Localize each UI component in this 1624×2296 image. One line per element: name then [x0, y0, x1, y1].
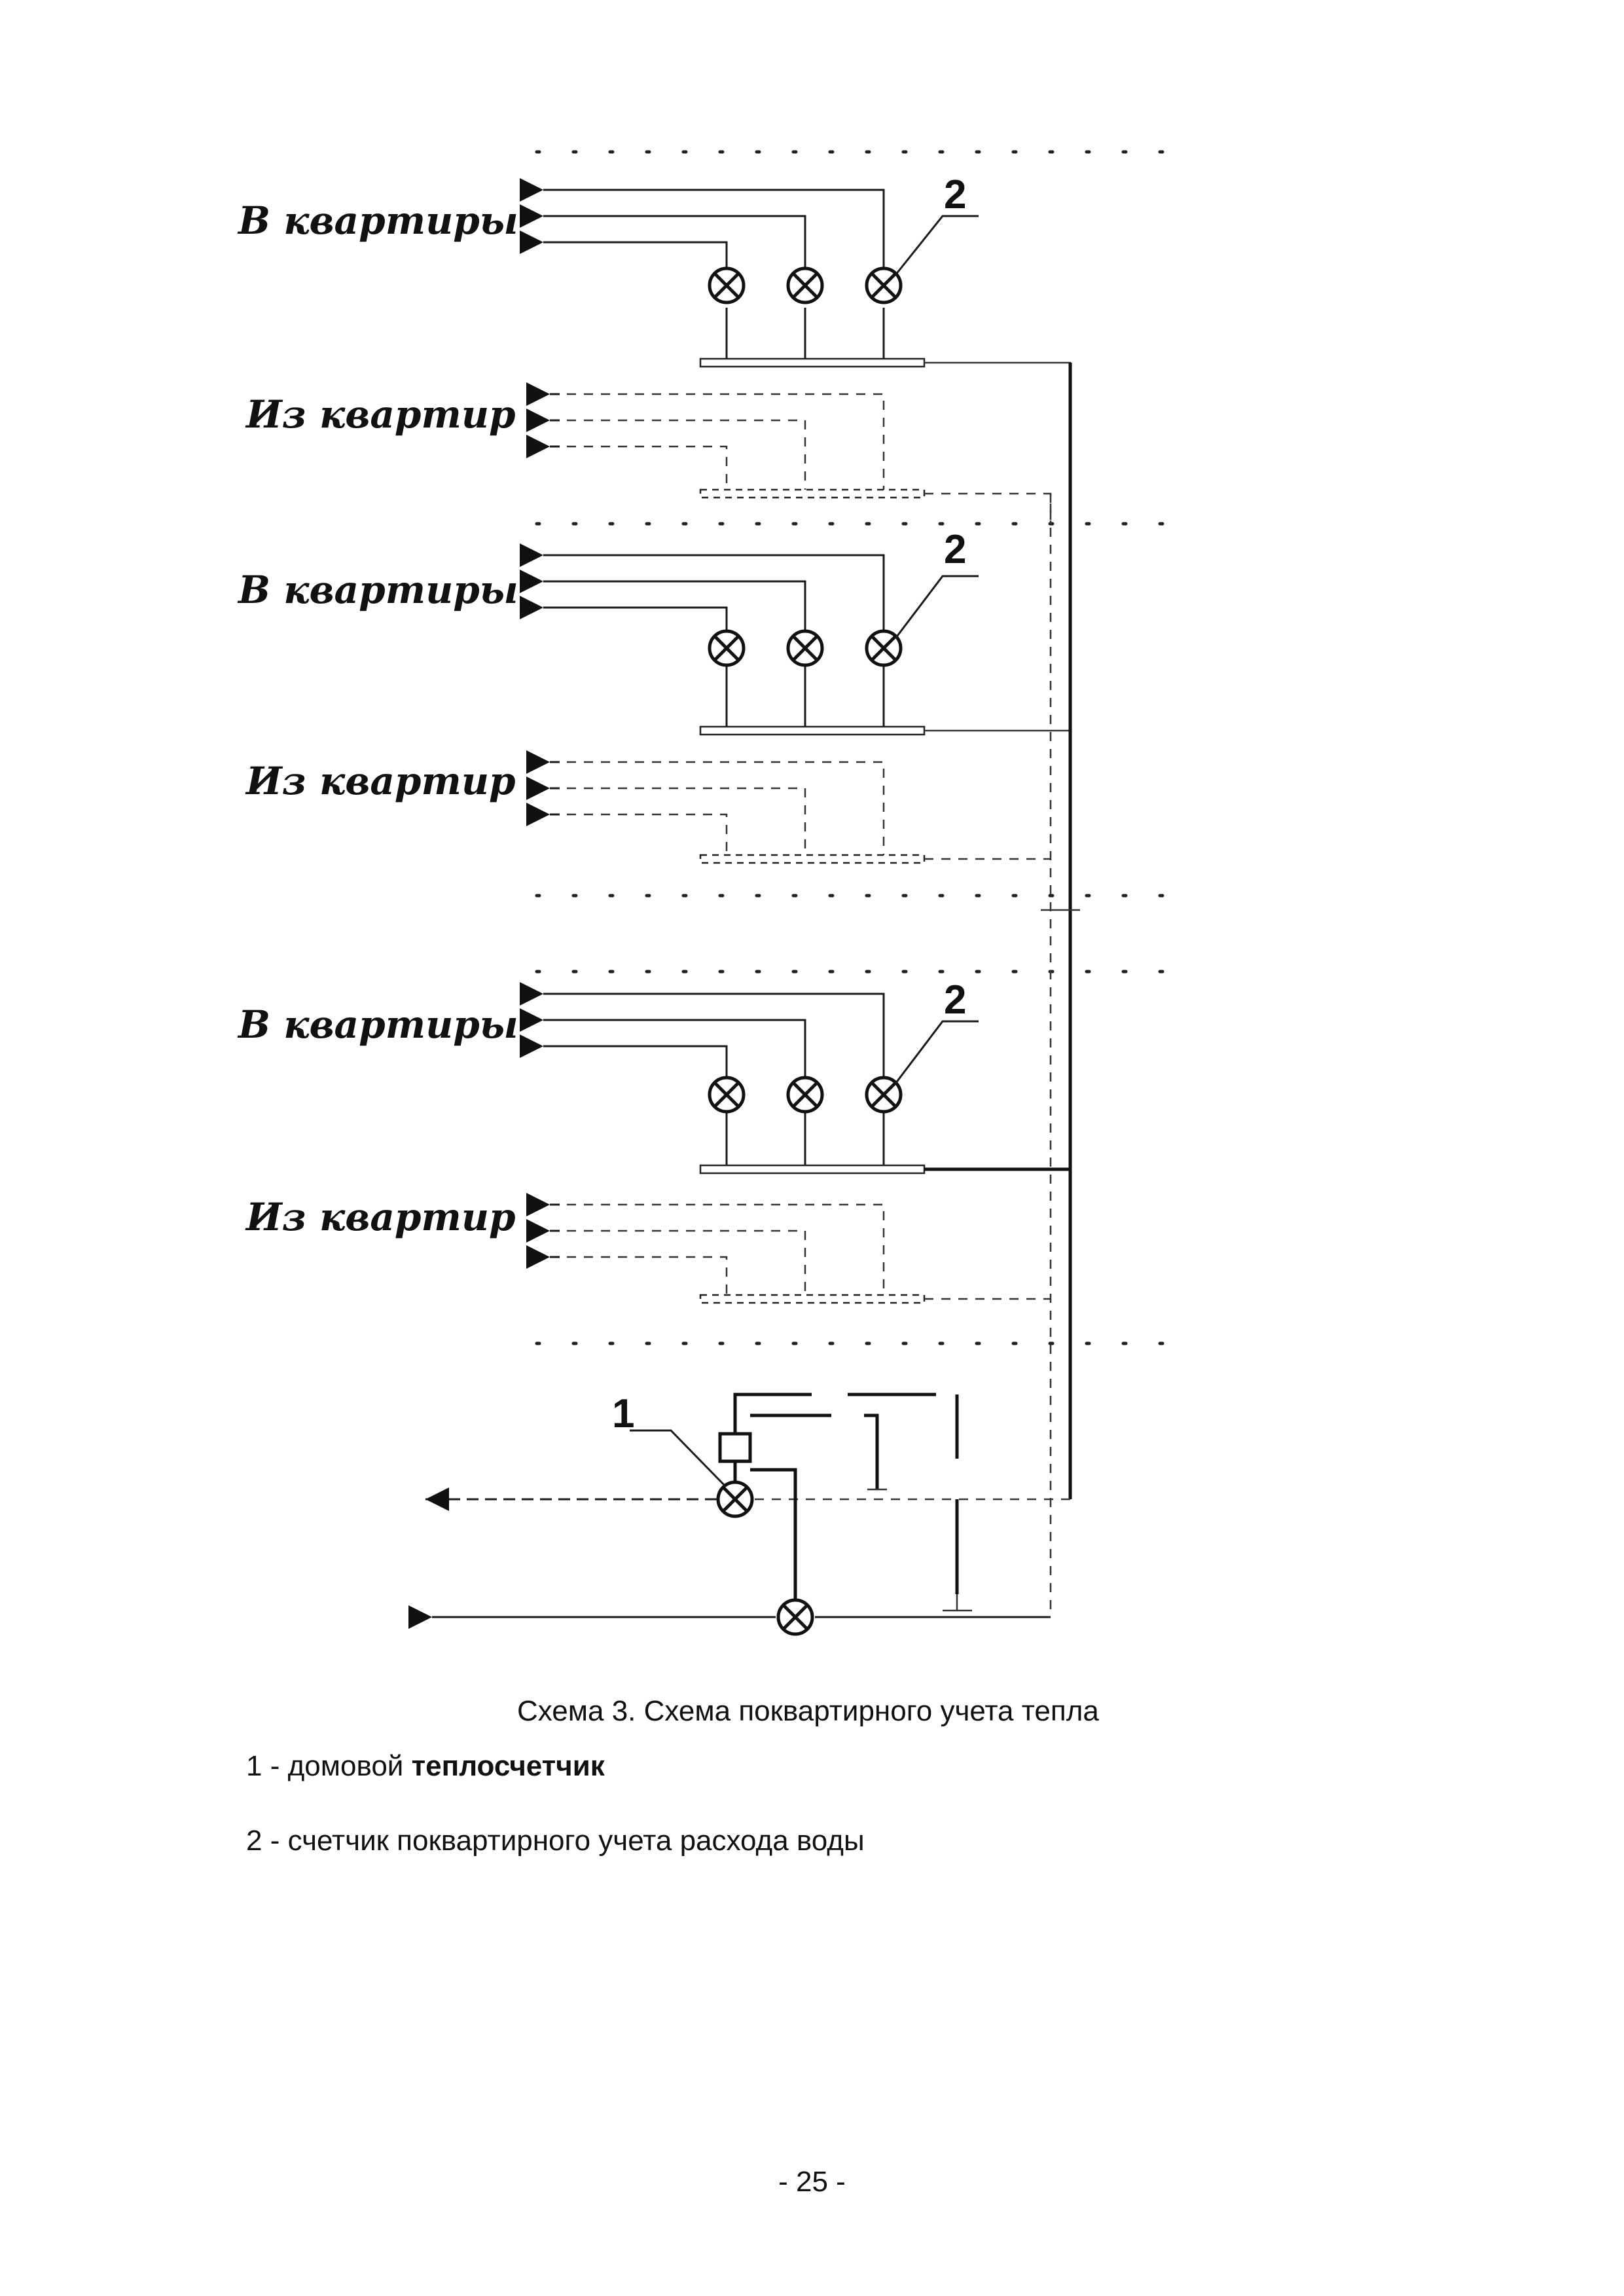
- floor-3-supply-label: В квартиры: [238, 1002, 518, 1047]
- floor-3: 2: [520, 977, 1070, 1304]
- floor-2-supply-label: В квартиры: [238, 568, 518, 612]
- floor-2-meter-a: [708, 629, 746, 667]
- floor-2-meter-b: [786, 629, 824, 667]
- floor-1-supply-label: В квартиры: [238, 198, 518, 243]
- diagram-caption: Схема 3. Схема поквартирного учета тепла: [517, 1695, 1099, 1727]
- floor-3-meter-a: [708, 1076, 746, 1114]
- legend-item-1-emphasis: теплосчетчик: [411, 1750, 605, 1782]
- page-number: - 25 -: [778, 2166, 846, 2198]
- house-meter-supply-flow: [716, 1480, 754, 1518]
- floor-1-meter-number: 2: [944, 172, 966, 217]
- floor-3-meter-b: [786, 1076, 824, 1114]
- legend-item-1: 1 - домовой теплосчетчик: [246, 1752, 605, 1781]
- floor-1-meter-b: [786, 266, 824, 304]
- floor-1-return-label: Из квартир: [246, 392, 516, 437]
- house-meter-return-flow: [776, 1598, 814, 1636]
- floor-3-return-label: Из квартир: [246, 1195, 516, 1239]
- floor-1: 2: [520, 172, 1072, 524]
- floor-2: 2: [520, 527, 1070, 864]
- floor-3-meter-c: [865, 1076, 903, 1114]
- legend-item-1-text: 1 - домовой: [246, 1750, 412, 1782]
- floor-3-meter-number: 2: [944, 977, 966, 1023]
- house-meter-number: 1: [612, 1391, 634, 1436]
- floor-2-return-label: Из квартир: [246, 759, 516, 803]
- floor-1-meter-c: [865, 266, 903, 304]
- floor-2-meter-c: [865, 629, 903, 667]
- risers: [1041, 363, 1080, 1617]
- legend-item-2: 2 - счетчик поквартирного учета расхода …: [246, 1827, 865, 1855]
- legend-item-2-text: 2 - счетчик поквартирного учета расхода …: [246, 1825, 865, 1857]
- floor-1-meter-a: [708, 266, 746, 304]
- heat-calculator-box: [718, 1432, 752, 1463]
- floor-2-meter-number: 2: [944, 527, 966, 572]
- house-heat-meter-assembly: 1: [408, 1391, 1070, 1636]
